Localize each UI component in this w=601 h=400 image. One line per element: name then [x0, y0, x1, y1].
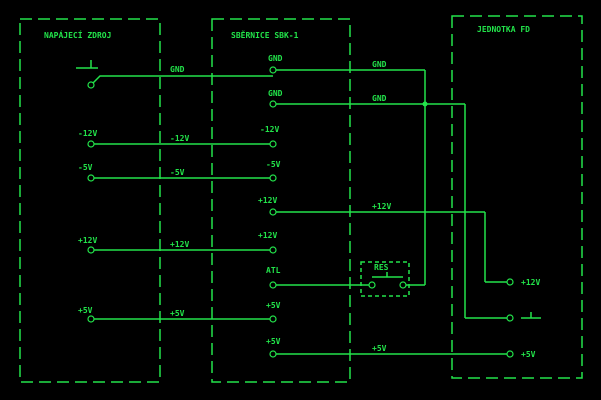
supply-label-plus5: +5V — [78, 306, 93, 315]
bus-pin-atl: ATL — [266, 266, 281, 275]
bus-pin-plus12-2: +12V — [258, 231, 277, 240]
bus-pin-minus12: -12V — [260, 125, 279, 134]
bus-pin-plus5-2: +5V — [266, 337, 281, 346]
power-supply-title: NAPÁJECÍ ZDROJ — [44, 29, 111, 40]
wire-label-plus12: +12V — [170, 240, 189, 249]
wire-label-gnd-right-1: GND — [372, 60, 387, 69]
supply-wires — [90, 75, 273, 320]
junction-dot — [422, 101, 428, 107]
bus-block — [211, 18, 351, 383]
ground-icon — [76, 60, 98, 69]
unit-ground-icon — [521, 312, 541, 319]
reset-switch — [360, 261, 410, 297]
bus-pin-plus5-1: +5V — [266, 301, 281, 310]
wire-label-plus5: +5V — [170, 309, 185, 318]
supply-label-plus12: +12V — [78, 236, 97, 245]
unit-wires — [273, 69, 510, 355]
wire-label-minus12: -12V — [170, 134, 189, 143]
unit-label-plus5: +5V — [521, 350, 536, 359]
bus-pin-plus12-1: +12V — [258, 196, 277, 205]
unit-label-plus12: +12V — [521, 278, 540, 287]
unit-title: JEDNOTKA FD — [477, 25, 530, 34]
wire-label-minus5: -5V — [170, 168, 185, 177]
wire-label-gnd: GND — [170, 65, 185, 74]
supply-label-minus5: -5V — [78, 163, 93, 172]
wire-label-plus5-right: +5V — [372, 344, 387, 353]
bus-pin-minus5: -5V — [266, 160, 281, 169]
wire-label-gnd-right-2: GND — [372, 94, 387, 103]
bus-title: SBĚRNICE SBK-1 — [231, 29, 299, 40]
bus-pin-gnd-2: GND — [268, 89, 283, 98]
bus-pin-gnd-1: GND — [268, 54, 283, 63]
power-supply-block — [19, 18, 161, 383]
unit-block — [451, 15, 583, 379]
supply-label-minus12: -12V — [78, 129, 97, 138]
terminals — [87, 66, 514, 358]
switch-label: RES — [374, 263, 389, 272]
wire-label-plus12-right: +12V — [372, 202, 391, 211]
